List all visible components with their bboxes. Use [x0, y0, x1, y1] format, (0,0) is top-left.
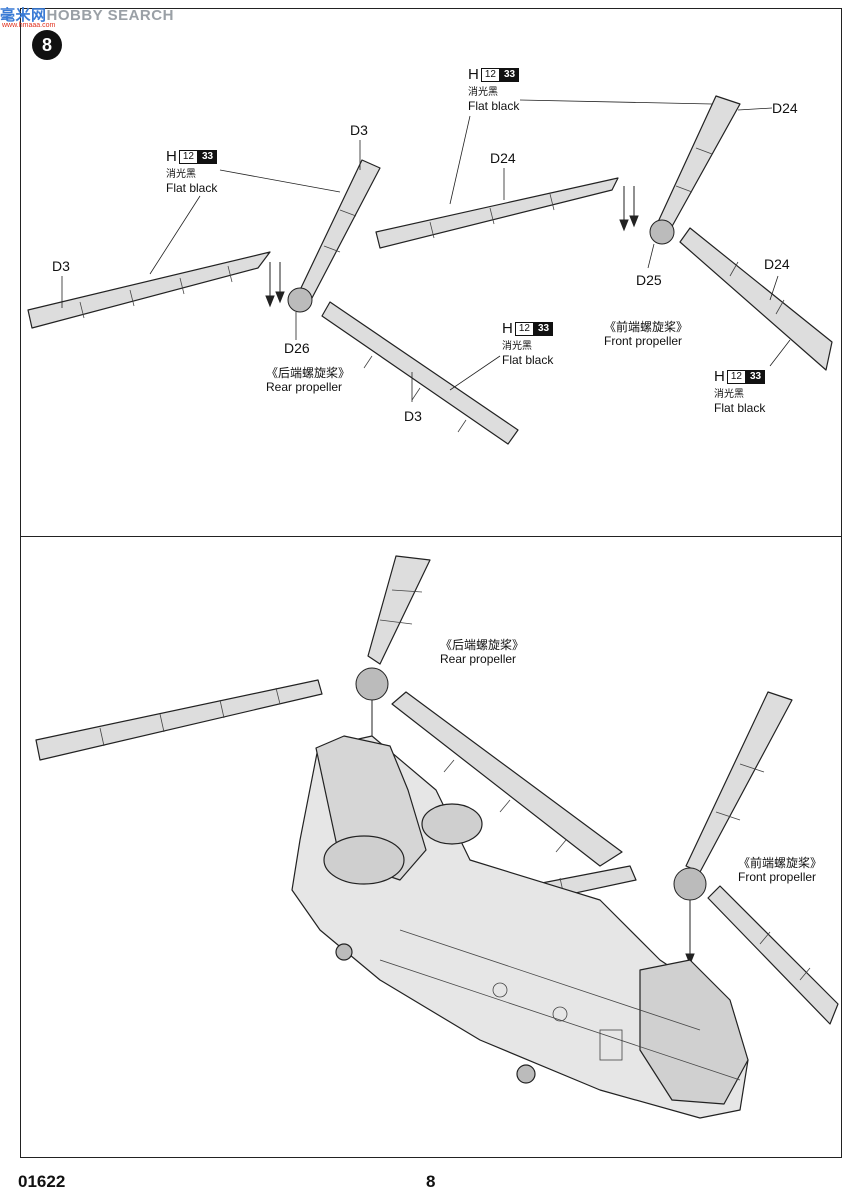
watermark-cn: 毫米网 [0, 7, 47, 24]
hub-d26 [287, 287, 313, 313]
blade-d3-left [27, 251, 271, 329]
part-label-d25: D25 [636, 272, 662, 288]
bottom-rear-title-cn: 《后端螺旋桨》 [440, 638, 525, 652]
watermark-en: HOBBY SEARCH [46, 7, 174, 24]
bottom-front-title-cn: 《前端螺旋桨》 [738, 856, 823, 870]
part-label-d24-lower: D24 [764, 256, 790, 272]
section-divider [20, 536, 842, 537]
rear-rotor-blade-left [35, 679, 323, 761]
top-rear-title: 《后端螺旋桨》 Rear propeller [266, 366, 350, 394]
engine-right [421, 803, 483, 845]
watermark-url: www.hmaaa.com [2, 22, 56, 29]
part-label-d24-left: D24 [490, 150, 516, 166]
top-rear-title-en: Rear propeller [266, 380, 343, 394]
rear-rotor-hub [355, 667, 389, 701]
top-front-title-en: Front propeller [604, 334, 683, 348]
blade-d24-left [375, 177, 619, 249]
bottom-rear-title-en: Rear propeller [440, 652, 517, 666]
part-label-d26: D26 [284, 340, 310, 356]
front-cockpit [639, 959, 749, 1105]
part-label-d3-upper: D3 [350, 122, 368, 138]
part-label-d3-lower: D3 [404, 408, 422, 424]
rear-rotor-blade-upper [367, 555, 431, 665]
watermark: 毫米网HOBBY SEARCH www.hmaaa.com [0, 4, 174, 29]
blade-d24-upper [657, 95, 741, 231]
hub-d25 [649, 219, 675, 245]
front-rotor-blade-upper [685, 691, 793, 873]
part-label-d24-upper: D24 [772, 100, 798, 116]
engine-left [323, 835, 405, 885]
page-number: 8 [426, 1172, 436, 1191]
page-frame [20, 8, 842, 1158]
bottom-rear-title: 《后端螺旋桨》 Rear propeller [440, 638, 524, 666]
product-code: 01622 [18, 1172, 66, 1191]
bottom-front-title: 《前端螺旋桨》 Front propeller [738, 856, 822, 884]
top-front-title-cn: 《前端螺旋桨》 [604, 320, 689, 334]
step-number-badge: 8 [32, 30, 62, 60]
part-label-d3-left: D3 [52, 258, 70, 274]
bottom-front-title-en: Front propeller [738, 870, 817, 884]
rear-rotor-blade-right [391, 691, 623, 867]
front-rotor-blade-right [707, 885, 839, 1025]
landing-wheel-rear [335, 943, 353, 961]
top-rear-title-cn: 《后端螺旋桨》 [266, 366, 351, 380]
blade-d24-lower [679, 227, 833, 371]
landing-wheel-front [516, 1064, 536, 1084]
front-rotor-hub [673, 867, 707, 901]
blade-d3-upper [299, 159, 381, 299]
top-front-title: 《前端螺旋桨》 Front propeller [604, 320, 688, 348]
blade-d3-lower [321, 301, 519, 445]
